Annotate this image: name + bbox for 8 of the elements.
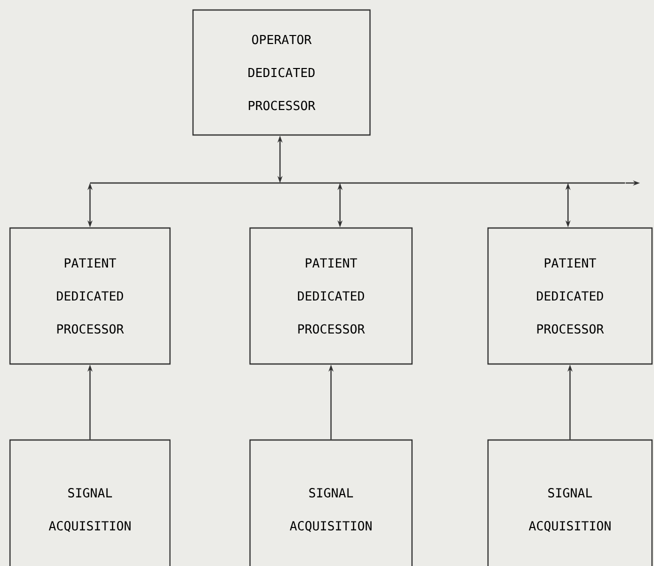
processor-box: PATIENT DEDICATED PROCESSOR: [249, 227, 413, 365]
acquisition-box: SIGNAL ACQUISITION: [487, 439, 653, 566]
processor-box: PATIENT DEDICATED PROCESSOR: [9, 227, 171, 365]
processor-box: OPERATOR DEDICATED PROCESSOR: [192, 9, 371, 136]
bus-line: [89, 182, 626, 184]
acquisition-box: SIGNAL ACQUISITION: [9, 439, 171, 566]
acquisition-box: SIGNAL ACQUISITION: [249, 439, 413, 566]
processor-box: PATIENT DEDICATED PROCESSOR: [487, 227, 653, 365]
